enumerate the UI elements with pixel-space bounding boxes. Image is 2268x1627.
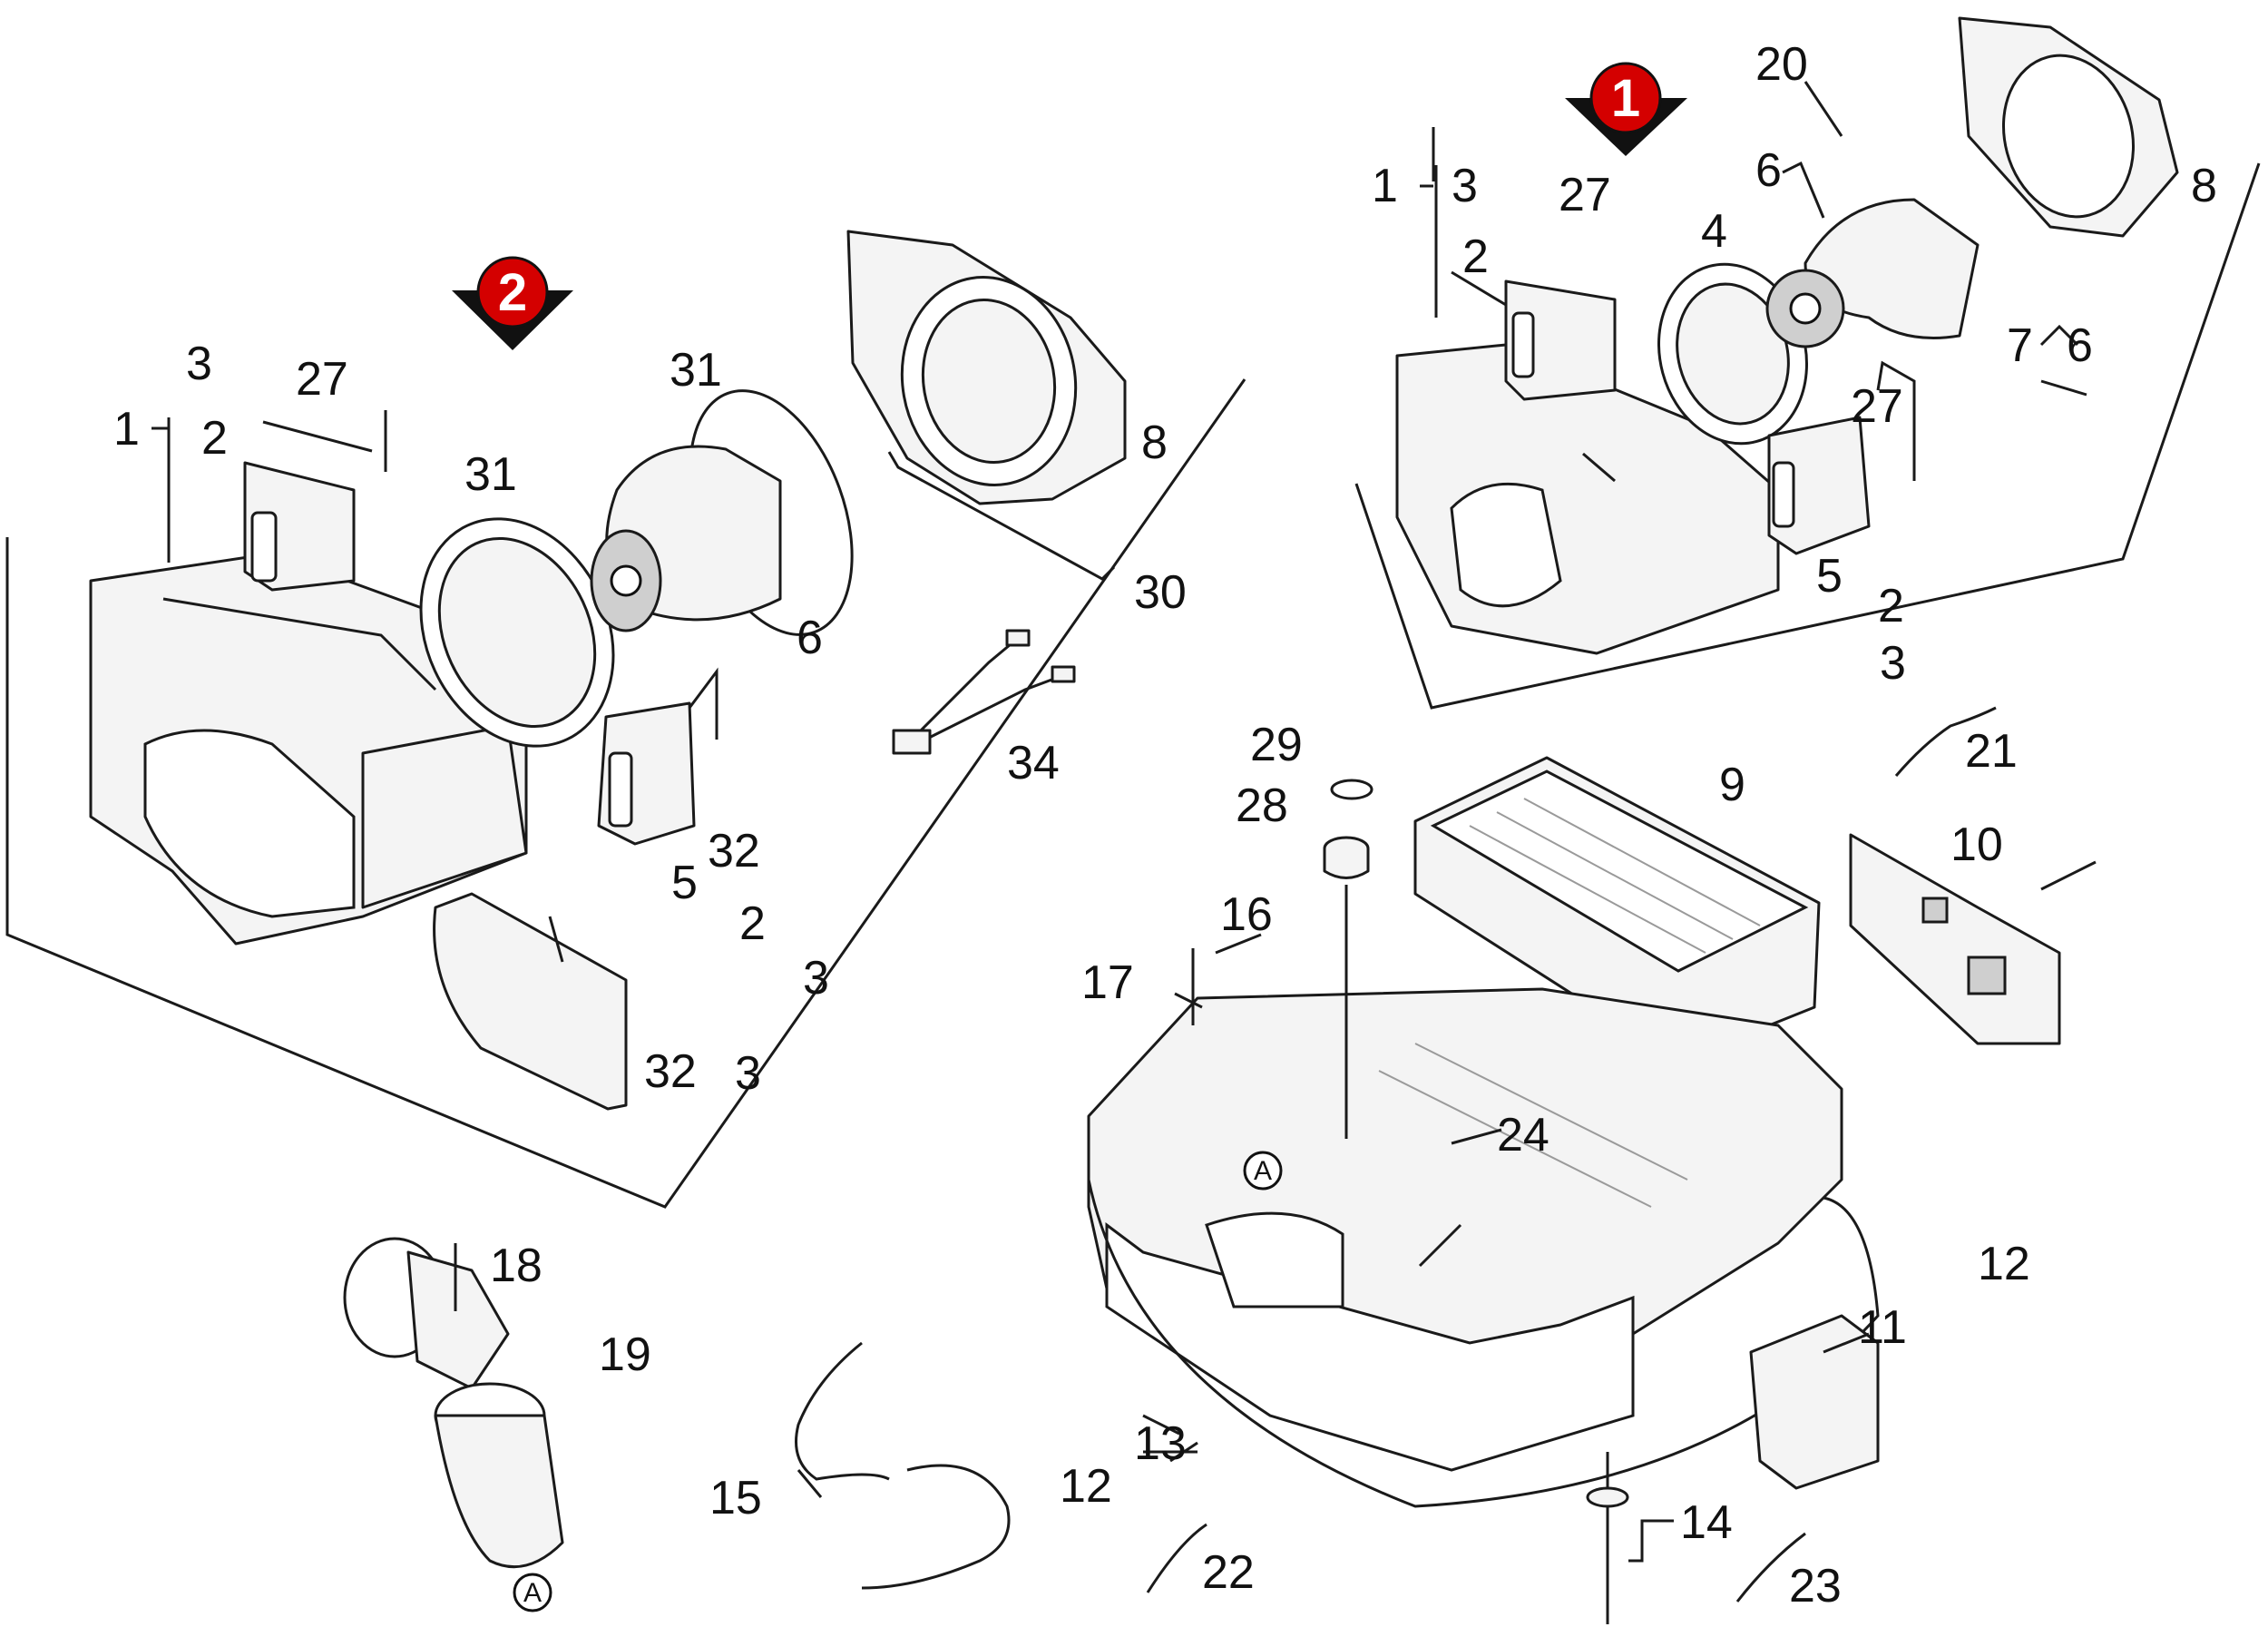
- callout-7: 7: [2007, 319, 2033, 372]
- circuit-board-10: [1849, 833, 2061, 1045]
- marker-a-elbow-label: A: [523, 1578, 542, 1608]
- callout-12: 12: [1978, 1238, 2030, 1290]
- callout-13: 13: [1134, 1417, 1187, 1470]
- callout-3: 3: [735, 1047, 761, 1100]
- callout-31: 31: [464, 448, 517, 501]
- callout-23: 23: [1789, 1560, 1842, 1612]
- washer-29: [1330, 779, 1374, 800]
- callout-32: 32: [644, 1045, 697, 1098]
- view-2-fan-cover: [846, 230, 1127, 505]
- callout-28: 28: [1236, 779, 1288, 832]
- callout-22: 22: [1202, 1546, 1255, 1599]
- callout-2: 2: [1462, 230, 1489, 283]
- callout-3: 3: [1452, 160, 1478, 212]
- view-1-badge-label: 1: [1611, 69, 1640, 128]
- callout-6: 6: [797, 612, 823, 664]
- view-2-badge-label: 2: [498, 263, 527, 322]
- view-2-wire-34: [892, 629, 1076, 755]
- callout-30: 30: [1134, 566, 1187, 619]
- callout-27: 27: [296, 353, 348, 406]
- callout-5: 5: [671, 857, 698, 909]
- callout-6: 6: [1755, 144, 1782, 197]
- bushing-28: [1323, 836, 1370, 879]
- callout-16: 16: [1220, 888, 1273, 941]
- view-2-rod-30: [887, 451, 1116, 581]
- callout-24: 24: [1497, 1109, 1549, 1161]
- wire-22: [1146, 1523, 1207, 1593]
- view-2-bracket-2: [243, 410, 387, 592]
- view-1-motor: [1765, 198, 1980, 348]
- reference-marker-a-base: A: [1243, 1151, 1283, 1191]
- callout-27: 27: [1851, 380, 1903, 433]
- callout-29: 29: [1250, 719, 1303, 771]
- screw-14: [1586, 1452, 1629, 1624]
- view-2-badge: 2: [452, 256, 573, 350]
- callout-1: 1: [1372, 160, 1398, 212]
- callout-10: 10: [1950, 818, 2003, 871]
- view-1-wire-20: [1804, 81, 1843, 137]
- callout-18: 18: [490, 1240, 543, 1292]
- callout-2: 2: [1878, 580, 1904, 632]
- callout-3: 3: [1880, 637, 1906, 690]
- callout-34: 34: [1007, 737, 1060, 789]
- view-2-motor: [590, 389, 854, 636]
- wire-21: [1894, 706, 1997, 777]
- cable-15: [795, 1341, 1011, 1590]
- view-2-ring-31: [419, 517, 615, 748]
- callout-20: 20: [1755, 38, 1808, 91]
- callout-15: 15: [709, 1472, 762, 1524]
- view-1-frame: [1354, 162, 2261, 710]
- callout-17: 17: [1081, 956, 1134, 1009]
- callout-6: 6: [2067, 319, 2093, 372]
- callout-5: 5: [1816, 550, 1843, 603]
- marker-a-base-label: A: [1254, 1156, 1272, 1186]
- view-1-badge: 1: [1565, 62, 1687, 156]
- view-1-bracket-5: [1767, 360, 1916, 555]
- callout-2: 2: [739, 897, 766, 950]
- latch-11: [1749, 1314, 1880, 1490]
- view-2-seal-plate: [433, 892, 628, 1111]
- callout-31: 31: [670, 344, 722, 397]
- callout-2: 2: [201, 412, 228, 465]
- view-2-motor-housing: [89, 552, 528, 946]
- callout-8: 8: [2191, 160, 2217, 212]
- callout-1: 1: [113, 403, 140, 456]
- callout-3: 3: [186, 338, 212, 390]
- callout-labels: 1 3 27 20 6 8 2 4 7 6 27 5 2 3 21 3 27 1…: [113, 38, 2217, 1612]
- elbow-19: [343, 1237, 564, 1569]
- callout-11: 11: [1858, 1301, 1907, 1354]
- callout-21: 21: [1965, 725, 2018, 778]
- callout-32: 32: [708, 825, 760, 877]
- callout-19: 19: [599, 1328, 651, 1381]
- filter-9: [1413, 756, 1821, 1063]
- callout-4: 4: [1701, 205, 1727, 258]
- view-1-bracket-2: [1504, 279, 1617, 401]
- callout-14: 14: [1680, 1496, 1733, 1549]
- reference-marker-a-elbow: A: [513, 1573, 552, 1612]
- view-2-bracket-32: [597, 667, 719, 846]
- callout-12: 12: [1060, 1460, 1112, 1513]
- view-2-frame: [5, 378, 1246, 1209]
- wire-23: [1735, 1532, 1806, 1602]
- callout-9: 9: [1719, 759, 1745, 811]
- base-housing: [1087, 987, 1880, 1508]
- view-1-fan-cover: [1958, 16, 2179, 238]
- callout-3: 3: [803, 952, 829, 1005]
- callout-8: 8: [1141, 417, 1168, 469]
- pin-24: [1451, 1128, 1502, 1145]
- callout-leaders: [152, 161, 2097, 1563]
- callout-27: 27: [1559, 169, 1611, 221]
